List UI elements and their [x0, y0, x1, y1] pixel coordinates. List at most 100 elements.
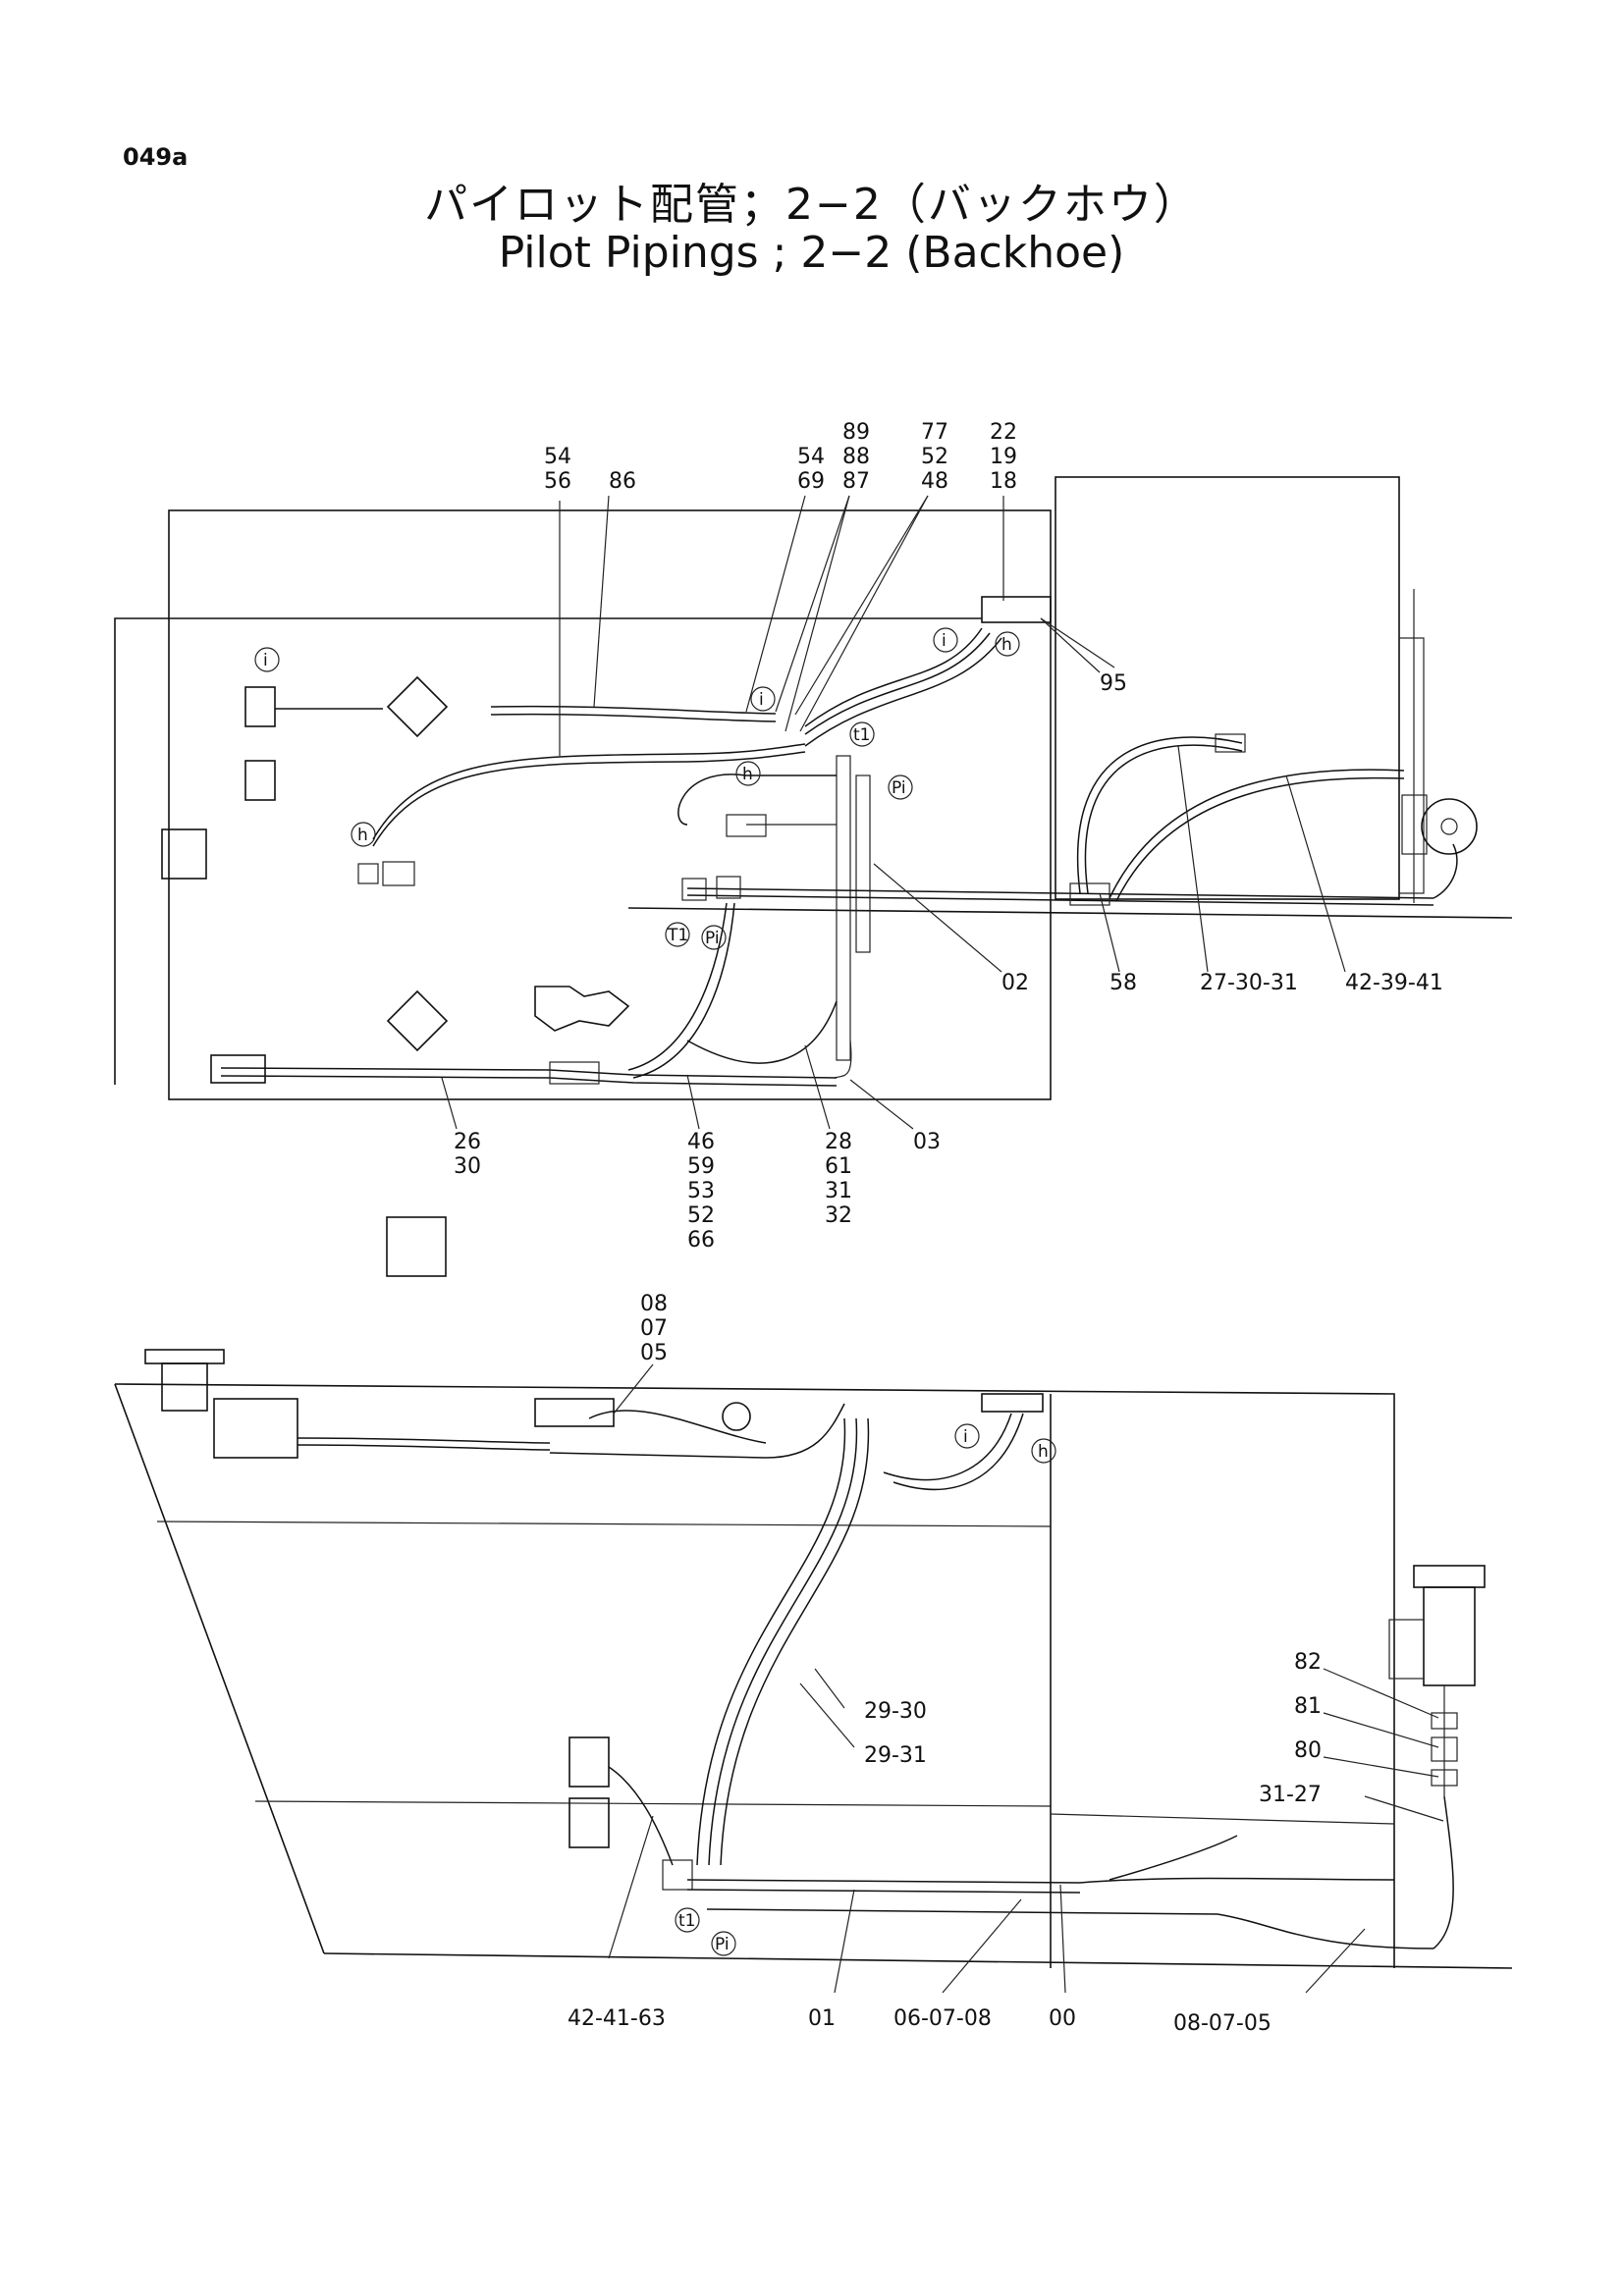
- top-view: [114, 476, 1513, 1277]
- port-pi-1: Pi: [892, 778, 906, 798]
- hose-reel-hub: [1440, 818, 1458, 835]
- callout-89: 89: [842, 420, 870, 445]
- callout-01: 01: [808, 2006, 836, 2031]
- fitting-top-right: [1215, 733, 1246, 753]
- top-leaders: [441, 495, 1346, 1130]
- fitting-T1: [681, 878, 707, 901]
- bottom-callout-labels: 08 07 05 29-30 29-31 82 81 80 31-27 42-4…: [568, 1292, 1322, 2036]
- hose-28: [686, 1000, 838, 1064]
- port-i-4: i: [963, 1427, 968, 1447]
- callout-46: 46: [687, 1130, 715, 1154]
- tank-cap-top: [144, 1349, 225, 1364]
- port-i-2: i: [759, 690, 764, 710]
- callout-29-30: 29-30: [864, 1699, 927, 1724]
- title-english: Pilot Pipings ; 2−2 (Backhoe): [498, 228, 1125, 278]
- port-pi-2: Pi: [705, 929, 720, 948]
- callout-00: 00: [1049, 2006, 1076, 2031]
- hose-to-top: [549, 1403, 845, 1459]
- hose-valve-gauge: [588, 1410, 767, 1444]
- callout-52a: 52: [921, 445, 948, 469]
- pipe-26-30: [220, 1067, 838, 1079]
- callout-56: 56: [544, 469, 571, 494]
- filter-body: [1423, 1586, 1476, 1686]
- top-baseline: [627, 907, 1513, 919]
- callout-54b: 54: [797, 445, 825, 469]
- callout-59: 59: [687, 1154, 715, 1179]
- hose-right-branch: [1109, 1835, 1238, 1881]
- hose-left-upper: [297, 1437, 551, 1444]
- pipe-02: [686, 887, 1434, 899]
- pipe-lower-right: [706, 1908, 1434, 1949]
- pipe-riser-right: [1433, 1795, 1454, 1949]
- pipe-right-upper: [1079, 1877, 1395, 1884]
- hose-left-upper-b: [297, 1444, 551, 1451]
- junction-block-top: [981, 596, 1052, 623]
- top-frame-inner: [114, 617, 982, 1085]
- callout-28: 28: [825, 1130, 852, 1154]
- port-h-3: h: [742, 765, 753, 784]
- callout-31-27: 31-27: [1259, 1783, 1322, 1807]
- small-block-c: [357, 863, 379, 884]
- valve-block-b: [244, 760, 276, 801]
- hose-29-30: [696, 1417, 846, 1866]
- callout-66: 66: [687, 1228, 715, 1253]
- pipe-26-30-b: [220, 1075, 838, 1087]
- bottom-view: [114, 1349, 1513, 1994]
- callout-22: 22: [990, 420, 1017, 445]
- callout-88: 88: [842, 445, 870, 469]
- control-valve-body: [534, 986, 630, 1032]
- cylinder-upper: [568, 1736, 610, 1788]
- fitting-left-bottom: [662, 1859, 693, 1891]
- callout-31: 31: [825, 1179, 852, 1203]
- bottom-valve-block: [534, 1398, 615, 1427]
- bottom-top-edge: [114, 1383, 1395, 1968]
- hose-h-main: [372, 743, 806, 840]
- port-i-3: i: [942, 631, 947, 651]
- bottom-gauge: [722, 1402, 751, 1431]
- hose-reel: [1421, 798, 1478, 855]
- bottom-cab-seam: [1050, 1813, 1395, 1825]
- callout-69: 69: [797, 469, 825, 494]
- bottom-junction-block: [981, 1393, 1044, 1413]
- reel-bracket: [1401, 794, 1428, 855]
- hose-h-to-block: [804, 637, 1002, 747]
- callout-61: 61: [825, 1154, 852, 1179]
- callout-19: 19: [990, 445, 1017, 469]
- callout-86: 86: [609, 469, 636, 494]
- hose-27-30-31-b: [1084, 744, 1243, 894]
- port-t1-1: t1: [853, 725, 870, 745]
- top-right-panel: [1398, 637, 1425, 894]
- hose-block-loop: [883, 1413, 1012, 1481]
- cylinder-lower: [568, 1797, 610, 1848]
- bottom-seam-2: [254, 1800, 1052, 1807]
- vertical-pipe-t1: [836, 755, 851, 1061]
- hose-i-mid: [490, 705, 777, 715]
- fitting-Pi: [716, 876, 741, 899]
- callout-81: 81: [1294, 1694, 1322, 1719]
- port-T1: T1: [667, 926, 688, 945]
- pilot-valve-left: [161, 828, 207, 880]
- callout-87: 87: [842, 469, 870, 494]
- port-h-1: h: [1001, 635, 1012, 655]
- vertical-pipe-pi: [855, 774, 871, 953]
- callout-80: 80: [1294, 1738, 1322, 1763]
- callout-52b: 52: [687, 1203, 715, 1228]
- hose-46-b: [632, 902, 735, 1079]
- diamond-pad-1: [386, 675, 449, 738]
- top-frame-outer: [168, 509, 1052, 1100]
- hose-42-39-41-b: [1115, 776, 1405, 902]
- filter-cap: [1413, 1565, 1486, 1588]
- port-pi-3: Pi: [715, 1935, 730, 1954]
- top-callout-labels: 54 56 86 54 69 89 88 87 77 52 48 22 19 1…: [454, 420, 1443, 1253]
- hose-29-31: [708, 1417, 858, 1866]
- callout-48: 48: [921, 469, 948, 494]
- callout-29-31: 29-31: [864, 1743, 927, 1768]
- callout-08: 08: [640, 1292, 668, 1316]
- title-japanese: パイロット配管；2−2（バックホウ）: [424, 180, 1199, 230]
- callout-03: 03: [913, 1130, 941, 1154]
- bottom-left-cover: [213, 1398, 298, 1459]
- callout-06-07-08: 06-07-08: [893, 2006, 992, 2031]
- hose-29-31-b: [720, 1417, 870, 1866]
- port-i-1: i: [263, 651, 268, 670]
